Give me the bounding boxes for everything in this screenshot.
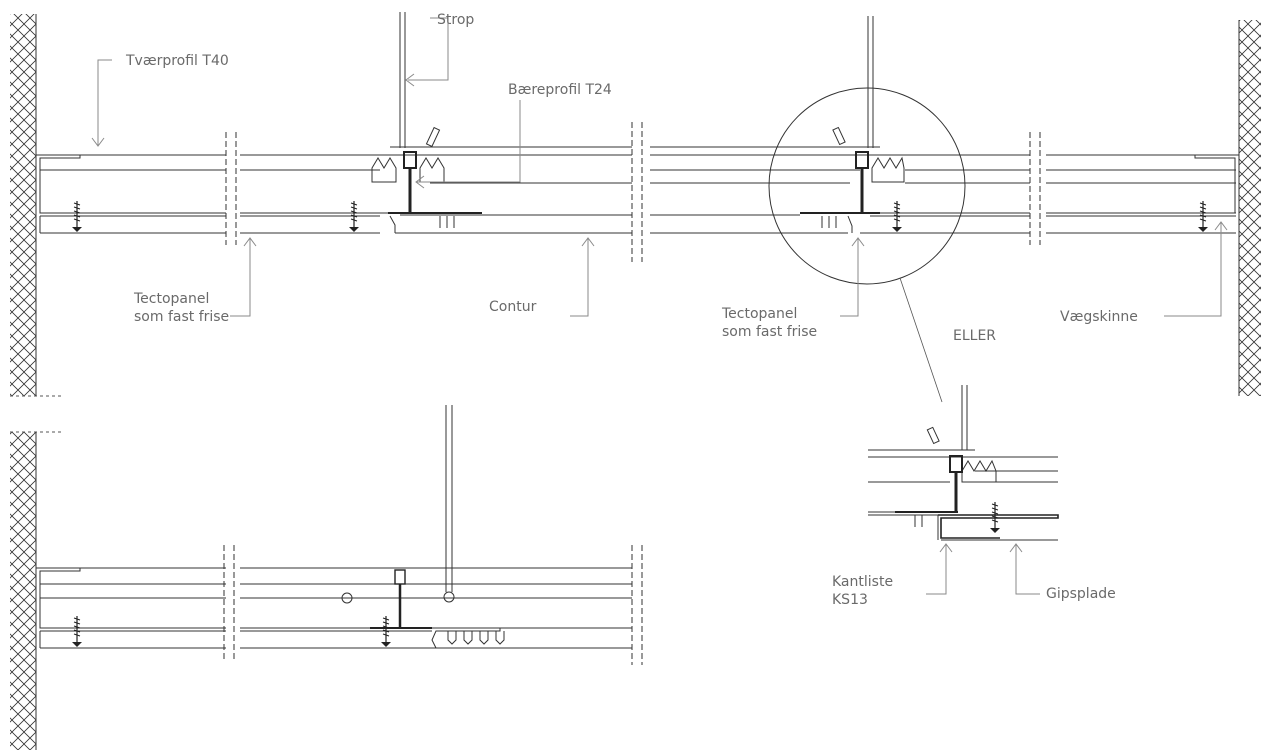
label-kantliste-line2: KS13 [832,592,868,608]
left-wall-upper [10,14,37,396]
label-vaegskinne: Vægskinne [1060,309,1138,325]
label-tectopanel-right-line2: som fast frise [722,324,817,340]
label-kantliste-line1: Kantliste [832,574,893,590]
label-tvaerprofil: Tværprofil T40 [125,53,229,69]
label-strop: Strop [437,12,474,28]
label-tectopanel-right-line1: Tectopanel [721,306,797,322]
wall-break-marks [10,395,62,433]
left-wall-lower [10,432,37,750]
bottom-ceiling-section [36,405,643,665]
label-gipsplade: Gipsplade [1046,586,1116,602]
label-baereprofil: Bæreprofil T24 [508,82,612,98]
label-contur: Contur [489,299,537,315]
label-tectopanel-left-line2: som fast frise [134,309,229,325]
leader-lines [91,17,1228,595]
top-ceiling-section [36,12,1239,403]
label-eller: ELLER [953,328,996,344]
right-wall [1238,20,1261,396]
label-tectopanel-left-line1: Tectopanel [133,291,209,307]
detail-alternative [868,385,1059,541]
